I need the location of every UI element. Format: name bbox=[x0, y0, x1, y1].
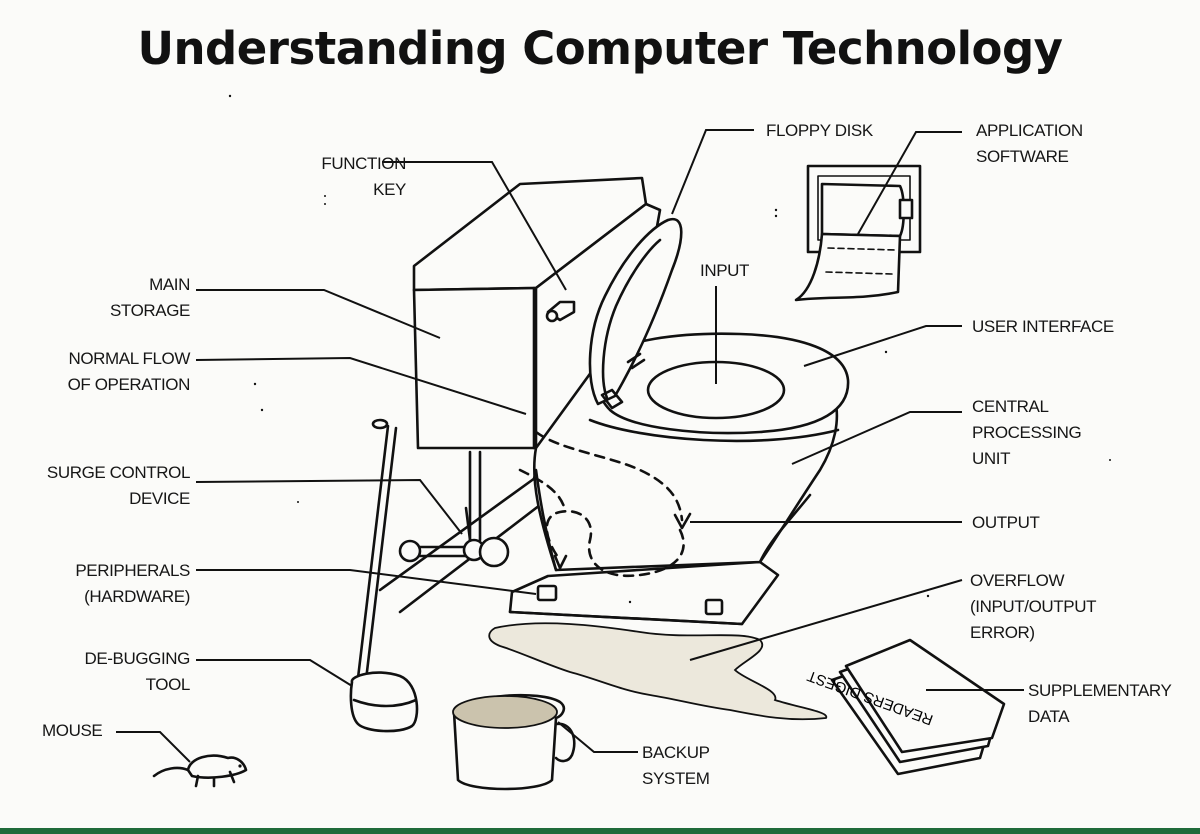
label-normal-flow-line1: NORMAL FLOW bbox=[68, 349, 190, 368]
label-supplementary-data-line1: SUPPLEMENTARY bbox=[1028, 681, 1172, 700]
shutoff-valve-knob bbox=[478, 536, 510, 568]
label-supplementary-data: SUPPLEMENTARY DATA bbox=[1028, 678, 1178, 730]
magazine-cover bbox=[844, 638, 1006, 754]
label-output-line1: OUTPUT bbox=[972, 513, 1040, 532]
paper-roll bbox=[820, 182, 906, 238]
label-cpu-line1: CENTRAL bbox=[972, 397, 1049, 416]
label-surge-control-line1: SURGE CONTROL bbox=[46, 463, 190, 482]
label-backup-system: BACKUP SYSTEM bbox=[642, 740, 742, 792]
label-application-software-line2: SOFTWARE bbox=[976, 147, 1069, 166]
label-debugging-tool-line2: TOOL bbox=[145, 675, 191, 694]
label-input: INPUT bbox=[700, 258, 760, 284]
page-title: Understanding Computer Technology bbox=[137, 22, 1063, 75]
label-supplementary-data-line2: DATA bbox=[1028, 707, 1070, 726]
label-backup-system-line1: BACKUP bbox=[642, 743, 710, 762]
label-overflow-line1: OVERFLOW bbox=[970, 571, 1065, 590]
label-cpu-line2: PROCESSING bbox=[972, 423, 1082, 442]
bolt-cap-right bbox=[704, 598, 724, 616]
label-input-line1: INPUT bbox=[700, 261, 750, 280]
overflow-puddle bbox=[488, 622, 827, 721]
lid-hinge-bolt bbox=[626, 352, 646, 370]
pot-contents bbox=[452, 695, 558, 729]
label-debugging-tool-line1: DE-BUGGING bbox=[84, 649, 190, 668]
label-normal-flow: NORMAL FLOW OF OPERATION bbox=[30, 346, 191, 398]
label-function-key: FUNCTION KEY bbox=[306, 151, 406, 203]
toilet-lid bbox=[588, 217, 683, 406]
holder-knob bbox=[898, 198, 914, 220]
label-mouse-line1: MOUSE bbox=[42, 721, 103, 740]
label-surge-control: SURGE CONTROL DEVICE bbox=[20, 460, 190, 512]
label-peripherals-line2: (HARDWARE) bbox=[84, 587, 190, 606]
label-overflow: OVERFLOW (INPUT/OUTPUT ERROR) bbox=[970, 568, 1120, 646]
label-normal-flow-line2: OF OPERATION bbox=[67, 375, 191, 394]
label-backup-system-line2: SYSTEM bbox=[642, 769, 710, 788]
label-peripherals-line1: PERIPHERALS bbox=[75, 561, 190, 580]
flow-arrowhead bbox=[673, 512, 692, 530]
plunger-handle bbox=[356, 424, 398, 682]
label-application-software: APPLICATION SOFTWARE bbox=[976, 118, 1106, 170]
label-overflow-line3: ERROR) bbox=[970, 623, 1035, 642]
flow-path bbox=[534, 430, 684, 522]
label-user-interface-line1: USER INTERFACE bbox=[972, 317, 1114, 336]
label-main-storage-line2: STORAGE bbox=[109, 301, 190, 320]
tank-front bbox=[412, 286, 538, 450]
mouse-body bbox=[186, 754, 248, 779]
label-output: OUTPUT bbox=[972, 510, 1072, 536]
label-mouse: MOUSE bbox=[42, 718, 122, 744]
supply-pipe-flange bbox=[398, 539, 422, 563]
paper-sheet bbox=[794, 232, 902, 302]
label-peripherals: PERIPHERALS (HARDWARE) bbox=[40, 558, 190, 610]
lid-hinge bbox=[600, 388, 624, 410]
flush-handle bbox=[546, 300, 576, 322]
label-overflow-line2: (INPUT/OUTPUT bbox=[970, 597, 1097, 616]
label-cpu: CENTRAL PROCESSING UNIT bbox=[972, 394, 1112, 472]
label-function-key-line2: KEY bbox=[373, 180, 406, 199]
label-main-storage-line1: MAIN bbox=[149, 275, 190, 294]
plunger-cup bbox=[349, 671, 419, 733]
label-application-software-line1: APPLICATION bbox=[976, 121, 1083, 140]
label-surge-control-line2: DEVICE bbox=[129, 489, 190, 508]
label-main-storage: MAIN STORAGE bbox=[60, 272, 190, 324]
label-user-interface: USER INTERFACE bbox=[972, 314, 1132, 340]
label-debugging-tool: DE-BUGGING TOOL bbox=[40, 646, 190, 698]
label-floppy-disk: FLOPPY DISK bbox=[766, 118, 896, 144]
pot-handle bbox=[554, 722, 576, 763]
bolt-cap-left bbox=[536, 584, 558, 602]
label-floppy-disk-line1: FLOPPY DISK bbox=[766, 121, 873, 140]
label-function-key-line1: FUNCTION bbox=[321, 154, 406, 173]
label-cpu-line3: UNIT bbox=[972, 449, 1011, 468]
